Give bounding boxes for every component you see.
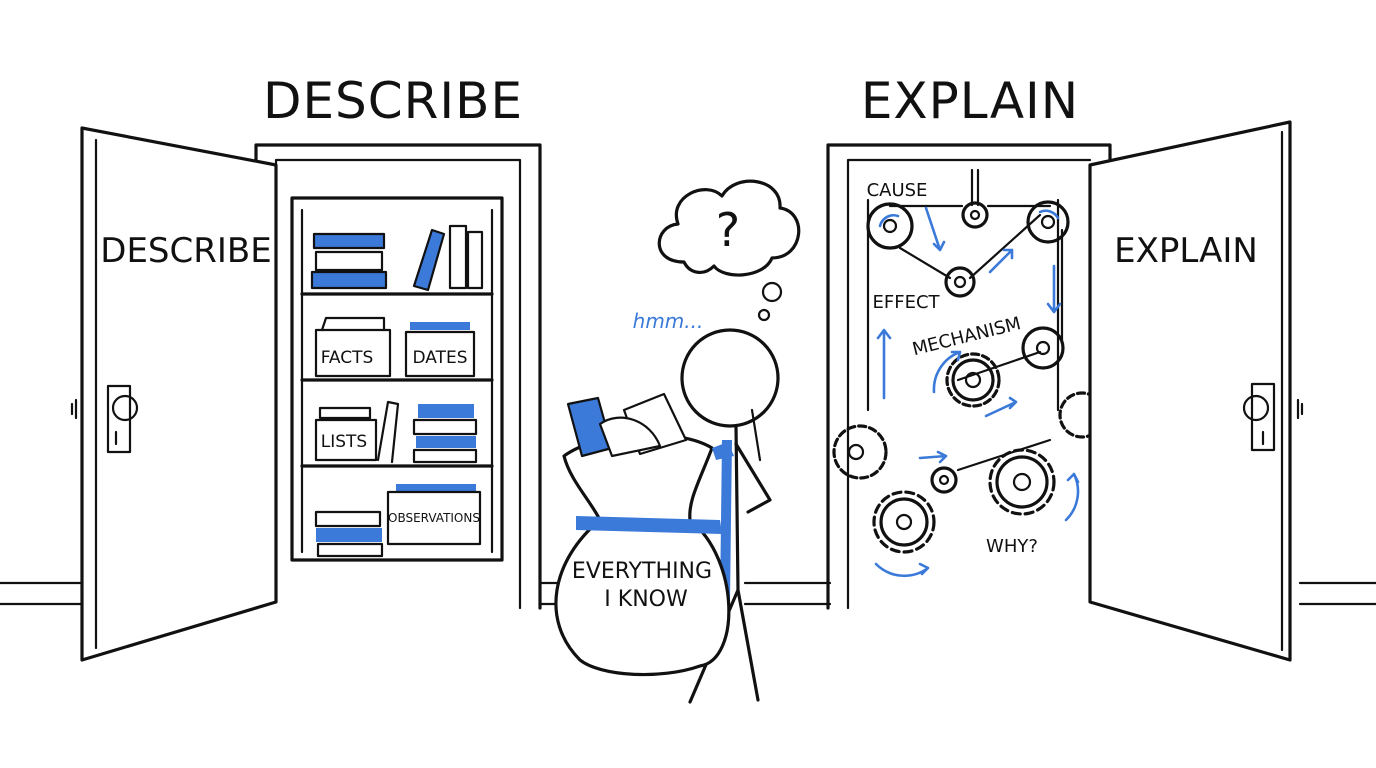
title-describe: DESCRIBE xyxy=(263,72,523,130)
shelf-label-lists: LISTS xyxy=(321,432,367,452)
describe-doorway: FACTS DATES LISTS OBSERVATIONS DESCRIBE xyxy=(70,126,542,662)
sack-icon xyxy=(554,392,734,677)
shelf-label-dates: DATES xyxy=(412,348,467,368)
shelf-label-observations: OBSERVATIONS xyxy=(388,511,480,525)
explain-door xyxy=(1088,120,1304,662)
describe-door xyxy=(70,126,278,662)
sack-label-line2: I KNOW xyxy=(604,587,688,612)
doorknob-icon xyxy=(111,394,139,422)
gear-icon xyxy=(832,352,1106,554)
floor-lines xyxy=(0,581,1376,606)
shelf-label-facts: FACTS xyxy=(321,348,374,368)
machine-label-cause: CAUSE xyxy=(867,180,928,201)
pulley-icon xyxy=(866,200,1070,494)
door-label-explain: EXPLAIN xyxy=(1114,231,1258,271)
thought-question-mark: ? xyxy=(716,203,740,257)
door-label-describe: DESCRIBE xyxy=(100,231,271,271)
machine-diagram xyxy=(832,168,1106,578)
figure-head xyxy=(680,328,780,428)
thought-bubble-icon xyxy=(657,179,801,322)
thinking-figure: ? hmm... EVERYTHING I KNOW xyxy=(554,179,801,704)
sack-label-line1: EVERYTHING xyxy=(572,559,712,584)
title-explain: EXPLAIN xyxy=(861,72,1079,130)
machine-label-effect: EFFECT xyxy=(872,292,940,313)
mumble-text: hmm... xyxy=(633,309,704,333)
doorknob-icon xyxy=(1242,394,1270,422)
bookshelf-icon xyxy=(290,196,504,562)
machine-label-why: WHY? xyxy=(986,536,1038,557)
explain-doorway: CAUSE EFFECT MECHANISM WHY? EXPLAIN xyxy=(826,120,1304,662)
